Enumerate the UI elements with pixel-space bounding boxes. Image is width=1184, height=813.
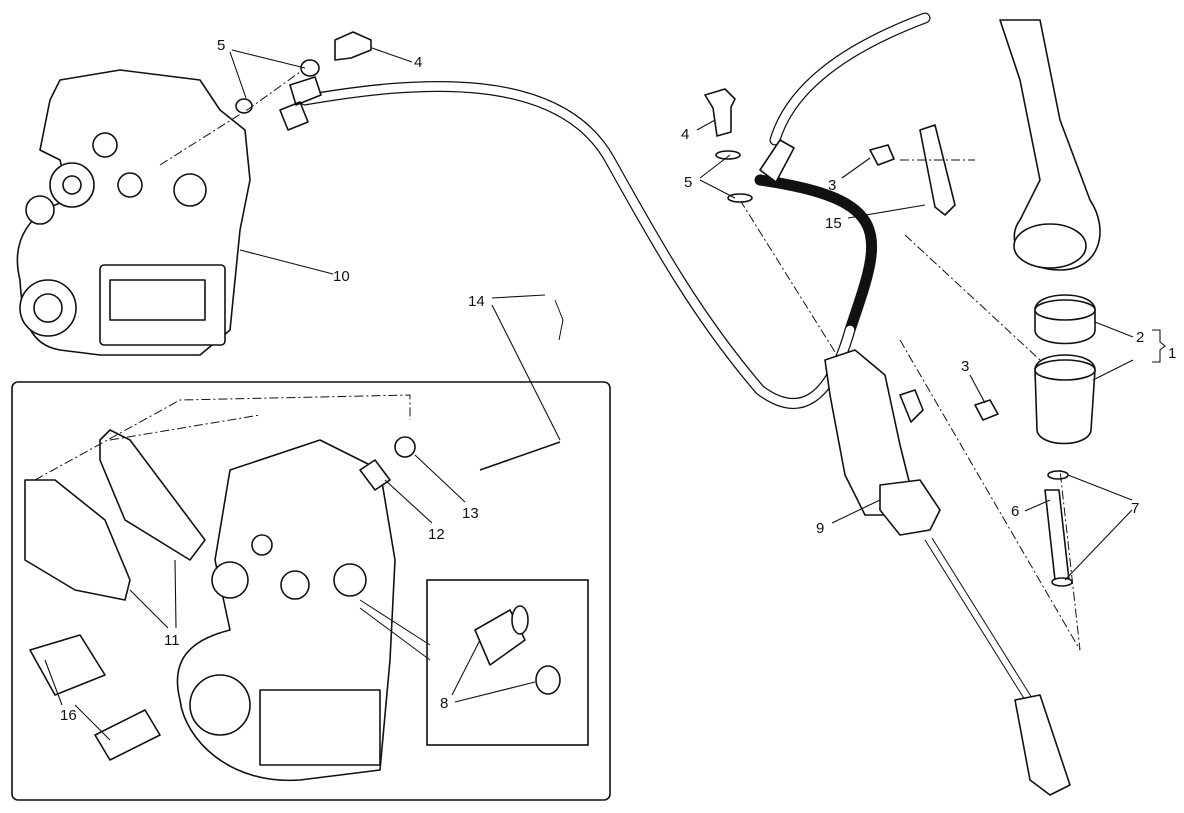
label-7: 7 xyxy=(1131,500,1139,517)
label-5-master: 5 xyxy=(684,174,692,191)
label-4-master: 4 xyxy=(681,126,689,143)
pad-spring-16 xyxy=(29,634,161,761)
label-1: 1 xyxy=(1168,345,1176,362)
leader-lines xyxy=(44,47,1166,741)
bleed-parts xyxy=(359,299,564,491)
label-6: 6 xyxy=(1011,503,1019,520)
label-4-caliper: 4 xyxy=(414,54,422,71)
brake-pads-11 xyxy=(24,394,411,601)
piston-seal-8 xyxy=(359,599,561,695)
label-13: 13 xyxy=(462,505,479,522)
caliper-inset xyxy=(176,439,396,782)
label-3-reservoir: 3 xyxy=(961,358,969,375)
label-5-caliper: 5 xyxy=(217,37,225,54)
label-2: 2 xyxy=(1136,329,1144,346)
reservoir-1 xyxy=(899,294,1096,651)
pads-inset-frame xyxy=(11,381,611,801)
label-9: 9 xyxy=(816,520,824,537)
caliper-10 xyxy=(16,69,251,356)
label-16: 16 xyxy=(60,707,77,724)
label-11: 11 xyxy=(164,632,180,649)
part-number-labels: 5 4 10 4 5 3 15 2 1 3 6 7 9 14 13 12 11 … xyxy=(60,37,1176,724)
master-cylinder-9 xyxy=(704,88,1071,796)
label-8: 8 xyxy=(440,695,448,712)
label-15: 15 xyxy=(825,215,842,232)
frame-bracket xyxy=(869,19,1101,361)
brake-hose xyxy=(279,12,931,409)
label-3-bracket: 3 xyxy=(828,177,836,194)
label-14: 14 xyxy=(468,293,485,310)
label-12: 12 xyxy=(428,526,445,543)
label-10: 10 xyxy=(333,268,350,285)
piston-inset-frame xyxy=(426,579,589,746)
caliper-bolt-and-washers xyxy=(159,31,372,166)
